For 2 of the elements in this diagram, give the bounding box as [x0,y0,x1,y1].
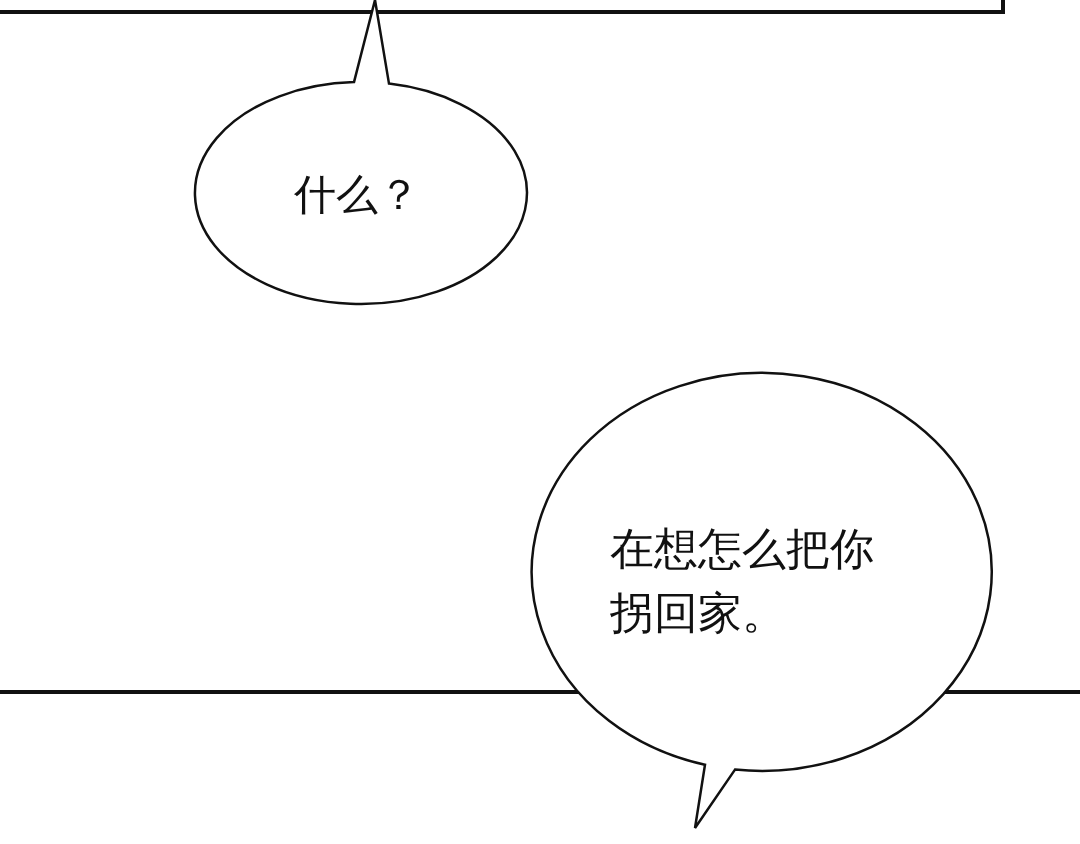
dialogue-text: 在想怎么把你拐回家。 [610,522,875,640]
dialogue-text: 什么？ [294,169,421,221]
